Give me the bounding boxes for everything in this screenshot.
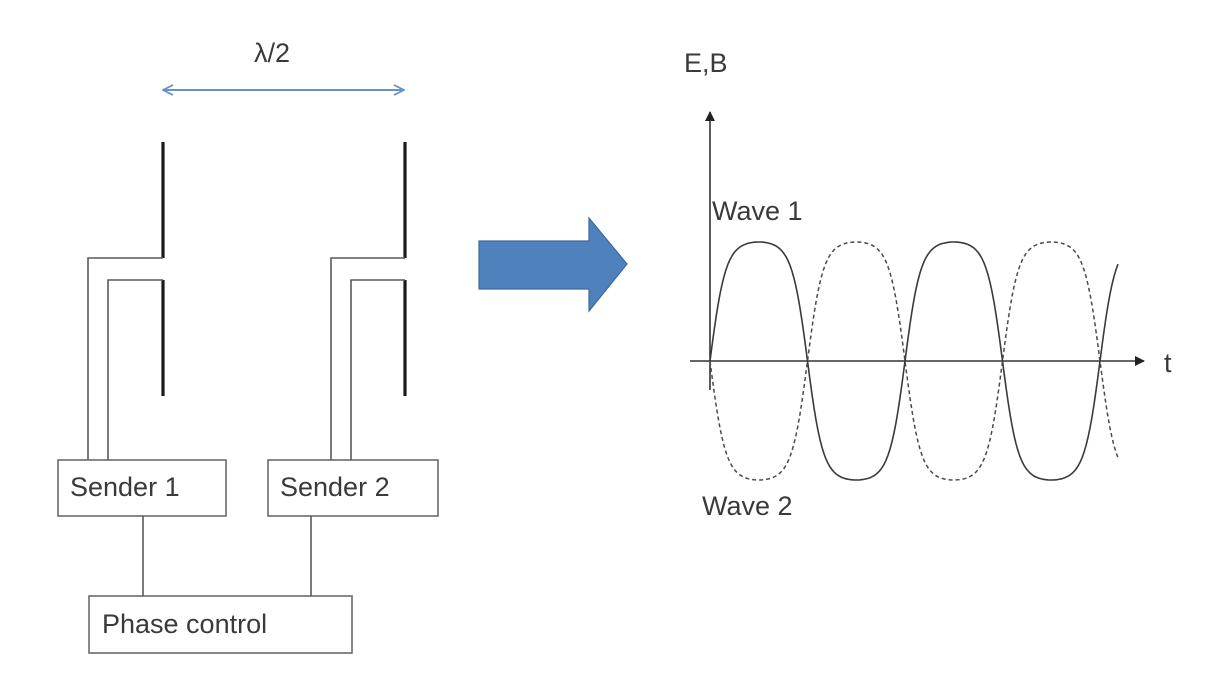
phase-control-label: Phase control: [102, 609, 267, 639]
antenna-1-feed-line-outer: [87, 257, 163, 460]
sender-2-label: Sender 2: [280, 472, 390, 502]
sender-2-box: [267, 459, 439, 517]
wave-2-label: Wave 2: [702, 491, 793, 521]
y-axis-label: E,B: [684, 48, 728, 78]
wave-1-label: Wave 1: [712, 196, 803, 226]
phase-control-box: [88, 595, 353, 654]
sender-1-label: Sender 1: [70, 472, 180, 502]
antenna-2-feed-line-outer: [330, 257, 405, 460]
antenna-2: [330, 142, 407, 460]
wave-1-curve: [709, 241, 1119, 481]
antenna-1: [87, 142, 165, 460]
wave-2-curve: [709, 241, 1119, 481]
sender-1-box: [57, 459, 227, 517]
transition-arrow: [478, 216, 628, 313]
antenna-1-feed-line-inner: [107, 279, 163, 460]
x-axis-label: t: [1164, 348, 1172, 378]
spacing-label: λ/2: [254, 38, 290, 68]
antenna-2-feed-line-inner: [350, 279, 405, 460]
